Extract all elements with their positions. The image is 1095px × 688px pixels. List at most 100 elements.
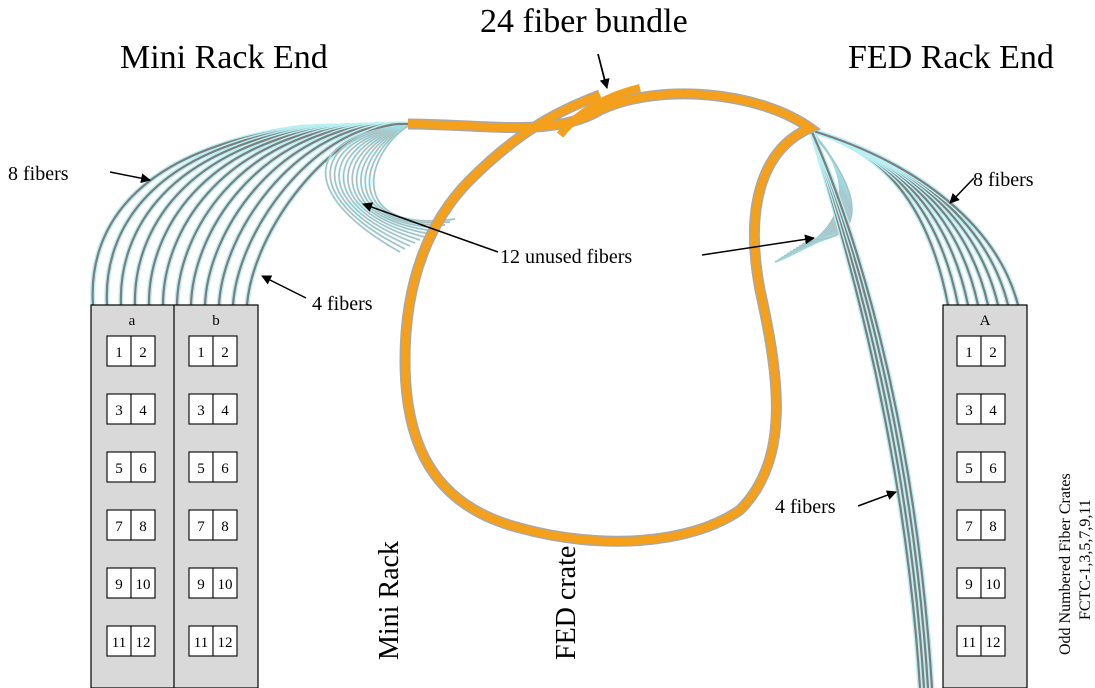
unused-fiber-left-core bbox=[329, 125, 409, 250]
fiber-slot-number: 7 bbox=[197, 519, 205, 535]
fiber-slot-box bbox=[212, 567, 238, 599]
fiber-slot-box bbox=[212, 509, 238, 541]
fiber-slot-box bbox=[956, 451, 982, 483]
fiber-slot-box bbox=[188, 625, 214, 657]
bundle-title: 24 fiber bundle bbox=[480, 3, 688, 40]
fiber-slot-box bbox=[956, 393, 982, 425]
fiber-slot-number: 2 bbox=[989, 345, 997, 361]
right-fiber-fan bbox=[809, 127, 1021, 306]
fiber-slot-box bbox=[130, 567, 156, 599]
fed-rack-end-title: FED Rack End bbox=[848, 39, 1054, 76]
unused-fiber-left-core bbox=[364, 125, 446, 226]
arrow-bundle bbox=[597, 53, 610, 89]
down-fiber bbox=[810, 131, 926, 688]
fiber-slot-box bbox=[212, 451, 238, 483]
fiber-slot-box bbox=[188, 509, 214, 541]
arrow-right-4 bbox=[857, 490, 897, 507]
fiber-slot-box bbox=[980, 393, 1006, 425]
unused-fiber-left-core bbox=[360, 125, 441, 229]
right-8-fibers-label: 8 fibers bbox=[973, 169, 1034, 191]
unused-fiber-left-core bbox=[351, 125, 431, 235]
left-4-fibers-label: 4 fibers bbox=[312, 293, 373, 315]
fiber-slot-number: 8 bbox=[139, 519, 147, 535]
fiber-slot-box bbox=[980, 625, 1006, 657]
down-fiber-halo bbox=[809, 131, 923, 688]
arrow-unused-left bbox=[362, 202, 499, 253]
fiber-slot-number: 5 bbox=[965, 461, 973, 477]
unused-fiber-left-core bbox=[373, 125, 456, 222]
arrow-left-8 bbox=[109, 171, 151, 184]
fiber-slot-box bbox=[130, 509, 156, 541]
bundle-stroke bbox=[400, 89, 819, 546]
four-fibers-down bbox=[809, 130, 935, 688]
unused-fiber-left-core bbox=[343, 125, 421, 241]
unused-fiber-right-core bbox=[807, 129, 853, 241]
fiber-slot-number: 3 bbox=[115, 403, 123, 419]
fiber-slot-number: 9 bbox=[115, 577, 123, 593]
fiber-slot-number: 4 bbox=[989, 403, 997, 419]
panel-label-a: a bbox=[129, 313, 136, 329]
fiber-slot-box bbox=[188, 335, 214, 367]
fiber-slot-box bbox=[188, 393, 214, 425]
fiber-slot-box bbox=[106, 393, 132, 425]
arrow-unused-right bbox=[701, 234, 815, 256]
fiber-slot-number: 12 bbox=[986, 635, 1001, 651]
down-fiber bbox=[810, 131, 934, 688]
unused-fiber-left-core bbox=[338, 125, 416, 244]
fiber-slot-box bbox=[980, 509, 1006, 541]
fiber-slot-number: 7 bbox=[115, 519, 123, 535]
fiber-slot-number: 11 bbox=[112, 635, 126, 651]
unused-fiber-left-core bbox=[325, 125, 409, 253]
left-fiber-fan bbox=[90, 121, 409, 306]
fiber-slot-number: 4 bbox=[139, 403, 147, 419]
fiber-slot-box bbox=[130, 625, 156, 657]
fiber-slot-box bbox=[980, 335, 1006, 367]
fiber-slot-number: 10 bbox=[218, 577, 233, 593]
left-fiber bbox=[231, 122, 409, 306]
left-fiber bbox=[245, 122, 408, 306]
mini-rack-end-title: Mini Rack End bbox=[120, 39, 328, 76]
right-fiber bbox=[809, 128, 1020, 306]
fiber-slot-number: 6 bbox=[221, 461, 229, 477]
fiber-slot-number: 12 bbox=[218, 635, 233, 651]
fiber-slot-box bbox=[212, 393, 238, 425]
unused-fiber-left-core bbox=[347, 125, 426, 238]
fiber-slot-number: 2 bbox=[221, 345, 229, 361]
fiber-slot-number: 2 bbox=[139, 345, 147, 361]
panel-label-A: A bbox=[980, 313, 991, 329]
fiber-slot-box bbox=[956, 567, 982, 599]
left-8-fibers-label: 8 fibers bbox=[8, 163, 69, 185]
unused-fiber-left-core bbox=[369, 125, 451, 223]
arrow-left-4 bbox=[261, 275, 307, 299]
fiber-slot-number: 12 bbox=[136, 635, 151, 651]
fiber-slot-number: 1 bbox=[115, 345, 123, 361]
fiber-slot-number: 3 bbox=[965, 403, 973, 419]
unused-fibers-left bbox=[324, 125, 456, 253]
fiber-slot-number: 1 bbox=[965, 345, 973, 361]
fiber-slot-number: 5 bbox=[197, 461, 205, 477]
mini-rack-vertical-label: Mini Rack bbox=[374, 541, 405, 660]
fiber-slot-number: 4 bbox=[221, 403, 229, 419]
fiber-slot-number: 9 bbox=[197, 577, 205, 593]
odd-crates-vertical-label: Odd Numbered Fiber Crates bbox=[1057, 473, 1074, 655]
fiber-slot-box bbox=[212, 335, 238, 367]
fiber-slot-box bbox=[956, 509, 982, 541]
fiber-slot-box bbox=[212, 625, 238, 657]
fiber-slot-number: 8 bbox=[989, 519, 997, 535]
unused-fiber-left-core bbox=[356, 125, 436, 232]
fiber-slot-number: 7 bbox=[965, 519, 973, 535]
fiber-slot-number: 6 bbox=[989, 461, 997, 477]
fiber-slot-box bbox=[188, 567, 214, 599]
fiber-slot-box bbox=[130, 335, 156, 367]
fiber-slot-number: 6 bbox=[139, 461, 147, 477]
panel-label-b: b bbox=[212, 313, 220, 329]
fiber-slot-box bbox=[130, 451, 156, 483]
fiber-slot-box bbox=[130, 393, 156, 425]
arrow-right-8 bbox=[949, 177, 975, 204]
down-fiber-halo bbox=[809, 131, 927, 688]
fiber-slot-box bbox=[980, 567, 1006, 599]
down-fiber bbox=[810, 131, 922, 688]
